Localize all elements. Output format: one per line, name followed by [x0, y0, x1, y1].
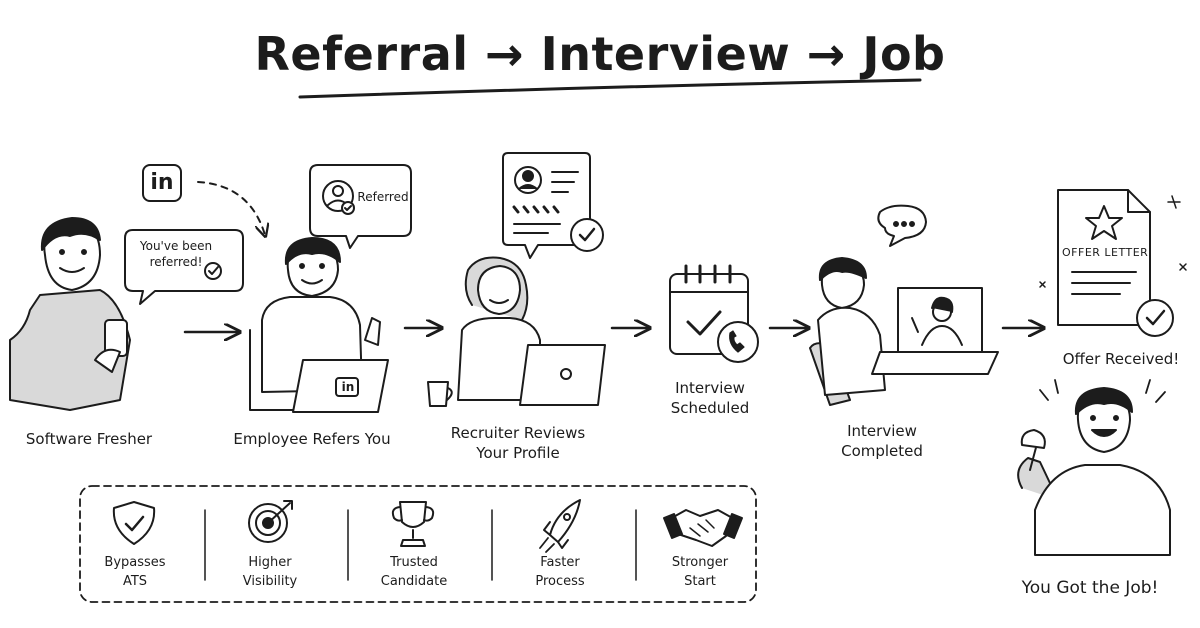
offer-letter-label: OFFER LETTER [1062, 246, 1149, 259]
step-label-interview-completed: Interview Completed [841, 422, 923, 460]
offer-letter-icon [1039, 189, 1187, 337]
laptop-linkedin-label: in [341, 380, 355, 394]
trophy-icon [391, 501, 435, 547]
notification-text: You've been referred! [139, 239, 213, 269]
linkedin-label: in [150, 170, 174, 195]
interview-figure [809, 257, 999, 406]
step-label-offer-received: Offer Received! [1062, 350, 1180, 368]
title-underline [298, 78, 922, 99]
target-arrow-icon [248, 500, 293, 543]
final-caption: You Got the Job! [1021, 578, 1159, 598]
step-label-employee-refers: Employee Refers You [233, 430, 391, 448]
profile-card [502, 152, 604, 259]
benefits-box [79, 485, 757, 603]
notification-bubble [124, 229, 244, 305]
benefit-dividers [204, 509, 637, 581]
fresher-figure [9, 217, 131, 411]
chat-bubble [877, 204, 927, 247]
handshake-icon [663, 509, 743, 547]
referred-bubble [309, 164, 412, 249]
step-label-interview-scheduled: Interview Scheduled [670, 379, 750, 417]
referred-label: Referred [357, 190, 409, 204]
step-label-software-fresher: Software Fresher [25, 430, 153, 448]
employee-figure [249, 237, 389, 413]
rocket-icon [539, 499, 581, 553]
calendar-icon [669, 264, 759, 363]
recruiter-figure [427, 256, 606, 407]
page-title: Referral → Interview → Job [254, 27, 946, 81]
shield-check-icon [112, 501, 156, 545]
linkedin-icon [142, 164, 265, 235]
step-label-recruiter-reviews: Recruiter Reviews Your Profile [450, 424, 586, 462]
celebrating-person [1017, 379, 1171, 556]
